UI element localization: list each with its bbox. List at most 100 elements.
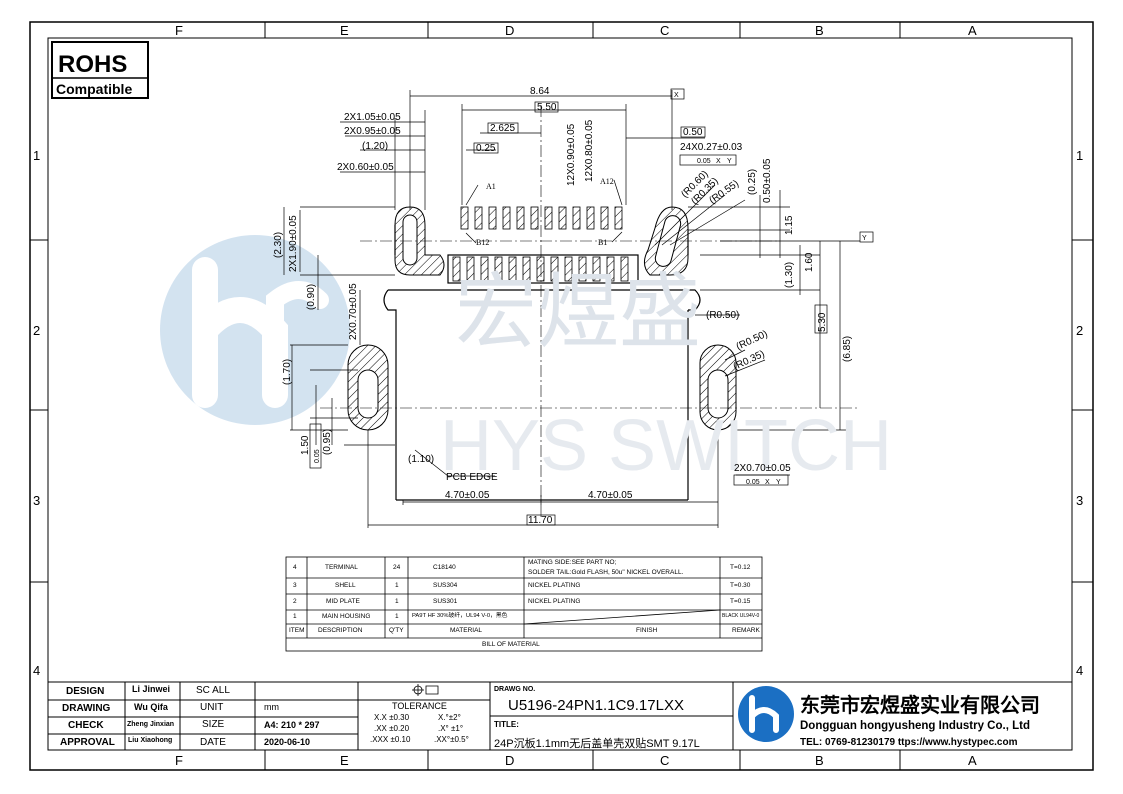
rohs-box: [51, 41, 149, 99]
svg-text:A1: A1: [486, 182, 496, 191]
title-label: TITLE:: [494, 720, 519, 729]
bom-remark: T=0.15: [730, 598, 751, 605]
svg-text:(1.30): (1.30): [784, 262, 795, 288]
scale-label: SC ALL: [196, 685, 230, 696]
svg-text:1: 1: [33, 148, 40, 163]
bom-header-item: ITEM: [289, 627, 305, 634]
bom-material: C18140: [433, 564, 456, 571]
tolerance-xx: .XX ±0.20: [374, 724, 410, 733]
drawing-label: DRAWING: [62, 703, 111, 714]
size-value: A4: 210 * 297: [264, 720, 320, 730]
svg-text:24X0.27±0.03: 24X0.27±0.03: [680, 142, 743, 153]
bom-desc: SHELL: [335, 582, 356, 589]
bottom-pin-row: [452, 256, 629, 282]
bom-material: SUS304: [433, 582, 458, 589]
svg-text:(0.90): (0.90): [306, 284, 317, 310]
bom-desc: MID PLATE: [326, 598, 360, 605]
slot-pad-bottom-left: [347, 344, 389, 431]
company-name-cn: 东莞市宏煜盛实业有限公司: [800, 693, 1040, 717]
bom-item: 4: [293, 564, 297, 571]
svg-text:E: E: [340, 753, 349, 768]
slot-pad-top-left: [394, 206, 445, 276]
svg-text:Y: Y: [776, 479, 781, 486]
svg-text:3: 3: [33, 493, 40, 508]
bom-footer: BILL OF MATERIAL: [482, 641, 540, 648]
bom-header-desc: DESCRIPTION: [318, 627, 363, 634]
svg-text:0.05: 0.05: [697, 158, 711, 165]
bom-finish: MATING SIDE:SEE PART NO;: [528, 559, 617, 566]
svg-text:0.05: 0.05: [746, 479, 760, 486]
approval-label: APPROVAL: [60, 737, 115, 748]
svg-text:4: 4: [1076, 663, 1083, 678]
svg-text:X: X: [716, 158, 721, 165]
tolerance-angle-3: .XX°±0.5°: [434, 735, 469, 744]
bom-remark: BLACK UL94V-0: [722, 613, 760, 619]
drawing-no-label: DRAWG NO.: [494, 686, 536, 693]
dimension-labels: 8.64 5.50 2.625 0.25 0.50 2X1.05±0.05 2X…: [337, 86, 867, 526]
svg-text:B: B: [815, 23, 824, 38]
bom-finish: NICKEL PLATING: [528, 598, 581, 605]
svg-text:(0.25): (0.25): [747, 169, 758, 195]
svg-text:5.50: 5.50: [537, 102, 557, 113]
check-name: Zheng Jinxian: [127, 721, 175, 728]
dimension-labels-rotated: 12X0.90±0.05 12X0.80±0.05 0.50±0.05 (0.2…: [273, 119, 853, 463]
grid-ticks: [30, 22, 1093, 770]
date-label: DATE: [200, 737, 226, 748]
bom-desc: MAIN HOUSING: [322, 613, 371, 620]
svg-text:0.50: 0.50: [683, 127, 703, 138]
svg-text:3: 3: [1076, 493, 1083, 508]
bom-qty: 1: [395, 613, 399, 620]
tolerance-x: X.X ±0.30: [374, 713, 410, 722]
svg-text:1: 1: [1076, 148, 1083, 163]
svg-text:A12: A12: [600, 177, 614, 186]
svg-text:D: D: [505, 753, 514, 768]
svg-text:(0.95): (0.95): [322, 429, 333, 455]
title-block: [48, 681, 1072, 750]
svg-text:(1.10): (1.10): [408, 454, 434, 465]
bom-finish: SOLDER TAIL:Gold FLASH, 50u" NICKEL OVER…: [528, 569, 684, 576]
reference-frames: [309, 88, 874, 526]
svg-text:E: E: [340, 23, 349, 38]
svg-text:X: X: [674, 92, 679, 99]
rohs-subtitle: Compatible: [56, 81, 132, 97]
svg-text:1.50: 1.50: [300, 435, 311, 455]
bom-material: PA9T HF 30%玻纤，UL94 V-0，黑色: [412, 613, 508, 619]
bom-desc: TERMINAL: [325, 564, 358, 571]
tolerance-xxx: .XXX ±0.10: [370, 735, 411, 744]
drawing-no: U5196-24PN1.1C9.17LXX: [508, 697, 684, 714]
svg-text:0.25: 0.25: [476, 143, 496, 154]
svg-text:12X0.80±0.05: 12X0.80±0.05: [584, 119, 595, 182]
svg-text:(R0.35): (R0.35): [732, 349, 767, 373]
svg-text:Y: Y: [862, 235, 867, 242]
dimension-lines: [283, 90, 860, 528]
bom-remark: T=0.30: [730, 582, 751, 589]
check-label: CHECK: [68, 720, 104, 731]
svg-text:(1.70): (1.70): [282, 359, 293, 385]
design-label: DESIGN: [66, 686, 105, 697]
svg-text:D: D: [505, 23, 514, 38]
bom-item: 3: [293, 582, 297, 589]
projection-symbol: [412, 684, 439, 696]
svg-text:2X0.70±0.05: 2X0.70±0.05: [348, 283, 359, 340]
bom-header-material: MATERIAL: [450, 627, 483, 634]
company-name-en: Dongguan hongyusheng Industry Co., Ltd: [800, 720, 1030, 732]
svg-text:F: F: [175, 23, 183, 38]
company-contact: TEL: 0769-81230179 ttps://www.hystypec.c…: [800, 737, 1018, 748]
svg-text:5.30: 5.30: [817, 312, 828, 332]
svg-text:X: X: [765, 479, 770, 486]
svg-text:A: A: [968, 753, 977, 768]
outer-frame: [29, 21, 1094, 771]
top-pin-row: [460, 206, 623, 230]
svg-text:2.625: 2.625: [490, 123, 515, 134]
drawing-name: Wu Qifa: [134, 702, 168, 712]
svg-text:0.05: 0.05: [314, 449, 321, 463]
unit-label: UNIT: [200, 702, 224, 713]
centerlines: [320, 105, 860, 520]
svg-text:(R0.50): (R0.50): [706, 310, 739, 321]
svg-text:C: C: [660, 753, 669, 768]
bom-qty: 1: [395, 598, 399, 605]
svg-text:0.50±0.05: 0.50±0.05: [762, 158, 773, 203]
rohs-title: ROHS: [58, 51, 127, 78]
